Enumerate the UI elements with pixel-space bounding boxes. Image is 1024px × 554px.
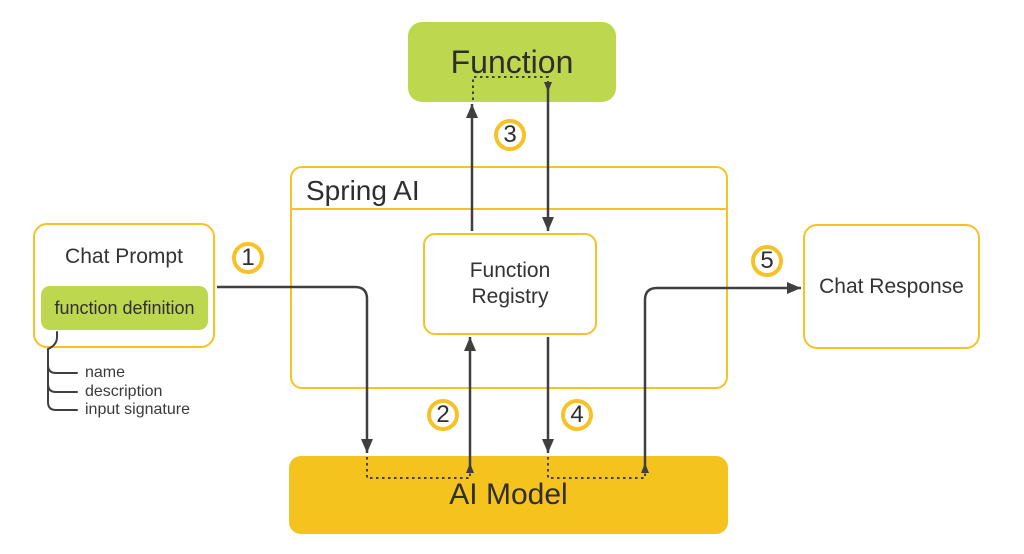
function-definition-label: function definition [54, 297, 195, 318]
step-badge-4: 4 [561, 399, 593, 431]
step-badge-1: 1 [232, 242, 264, 274]
chat-response-label: Chat Response [819, 274, 964, 298]
function-registry-node: Function Registry [423, 233, 597, 335]
chat-prompt-node: Chat Prompt function definition [33, 223, 215, 348]
chat-prompt-label: Chat Prompt [65, 245, 183, 268]
spring-ai-header: Spring AI [292, 168, 726, 210]
ai-model-node: AI Model [289, 456, 728, 534]
step-badge-5: 5 [751, 245, 783, 277]
ai-model-label: AI Model [449, 478, 568, 511]
annotation-name: name [85, 364, 126, 381]
annotation-description: description [85, 383, 163, 400]
chat-response-node: Chat Response [803, 224, 980, 349]
step-badge-2: 2 [427, 399, 459, 431]
function-registry-label: Function Registry [469, 258, 551, 308]
spring-ai-container: Spring AI [290, 166, 728, 389]
function-node-label: Function [450, 43, 574, 80]
step-badge-3: 3 [494, 119, 526, 151]
annotation-input-signature: input signature [85, 401, 190, 418]
function-definition-node: function definition [41, 286, 208, 330]
spring-ai-title: Spring AI [306, 175, 420, 206]
function-node: Function [408, 22, 616, 102]
